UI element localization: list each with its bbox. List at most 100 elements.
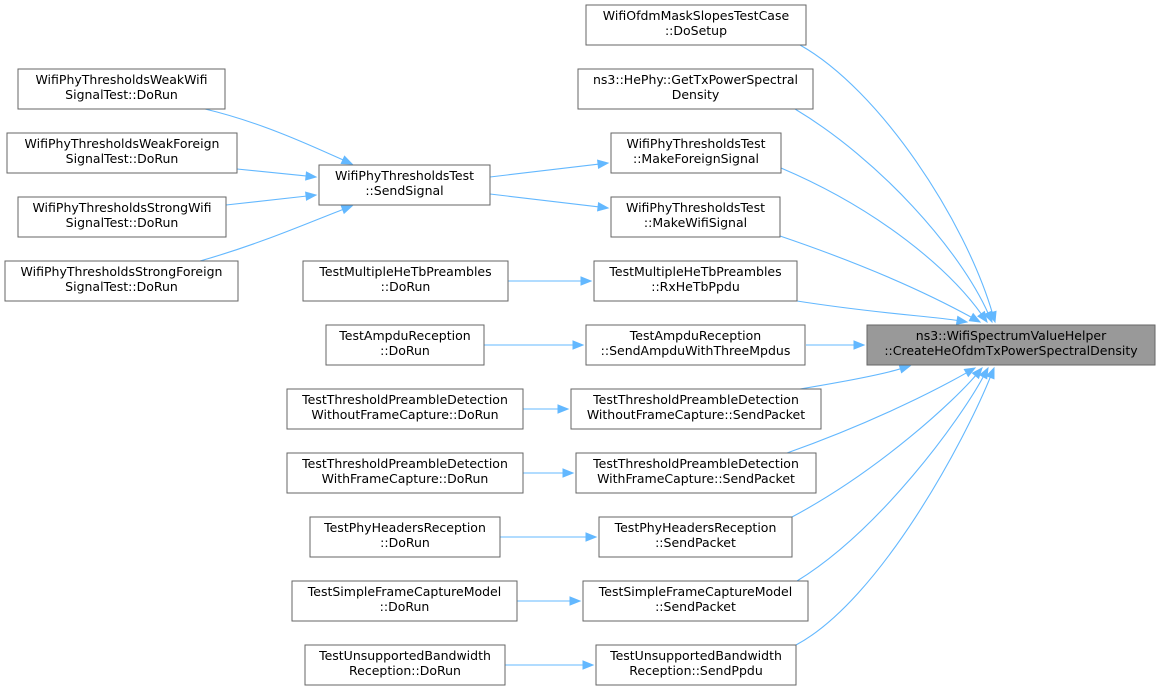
node-box[interactable] [593,260,798,302]
node-weak-foreign[interactable]: WifiPhyThresholdsWeakForeignSignalTest::… [6,132,238,174]
edge-send_signal-to-make_wifi [489,193,610,212]
arrowhead-icon [985,366,995,380]
node-label-line: WifiPhyThresholdsTest [626,136,765,151]
arrowhead-icon [582,660,595,670]
node-box[interactable] [582,580,809,622]
node-box[interactable] [17,196,227,238]
node-make-foreign[interactable]: WifiPhyThresholdsTest::MakeForeignSignal [610,132,782,174]
node-box[interactable] [286,388,524,430]
node-box[interactable] [318,164,491,206]
node-box[interactable] [4,260,239,302]
node-box[interactable] [866,324,1156,366]
arrowhead-icon [557,404,570,414]
node-send-ppdu[interactable]: TestUnsupportedBandwidthReception::SendP… [595,644,797,686]
node-send-w-fc[interactable]: TestThresholdPreambleDetectionWithFrameC… [575,452,817,494]
edge-ppdu_run-to-send_ppdu [505,660,595,670]
edge-line [799,368,902,390]
arrowhead-icon [983,310,993,324]
node-box[interactable] [17,68,226,110]
node-box[interactable] [309,516,501,558]
node-box[interactable] [598,516,793,558]
edge-make_wifi-to-target [779,235,982,323]
edge-line [779,235,973,319]
node-send-wo-fc[interactable]: TestThresholdPreambleDetectionWithoutFra… [570,388,822,430]
node-box[interactable] [575,452,817,494]
node-rx-hetb[interactable]: TestMultipleHeTbPreambles::RxHeTbPpdu [593,260,798,302]
node-box[interactable] [304,644,506,686]
node-label-line: ::MakeWifiSignal [644,215,747,230]
node-send-ampdu[interactable]: TestAmpduReception::SendAmpduWithThreeMp… [585,324,806,366]
edge-w_fc_run-to-send_w_fc [523,468,575,478]
node-ampdu-run[interactable]: TestAmpduReception::DoRun [325,324,485,366]
arrowhead-icon [977,310,988,324]
edge-ampdu_run-to-send_ampdu [484,340,585,350]
node-label-line: WifiPhyThresholdsWeakWifi [35,72,207,87]
node-label-line: ::DoRun [381,279,431,294]
node-hetb-run[interactable]: TestMultipleHeTbPreambles::DoRun [302,260,509,302]
arrowhead-icon [963,367,977,378]
edge-line [794,108,989,314]
node-label-line: SignalTest::DoRun [65,279,178,294]
node-sfcm-run[interactable]: TestSimpleFrameCaptureModel::DoRun [291,580,518,622]
arrowhead-icon [597,202,610,212]
arrowhead-icon [580,276,593,286]
node-box[interactable] [6,132,238,174]
edge-line [795,376,992,646]
node-box[interactable] [325,324,485,366]
node-label-line: TestUnsupportedBandwidth [318,648,491,663]
arrowhead-icon [971,366,983,380]
node-label-line: ::SendPacket [655,535,736,550]
node-phyhdr-run[interactable]: TestPhyHeadersReception::DoRun [309,516,501,558]
node-strong-foreign[interactable]: WifiPhyThresholdsStrongForeignSignalTest… [4,260,239,302]
edge-line [199,208,344,262]
arrowhead-icon [562,468,575,478]
node-label-line: SignalTest::DoRun [66,151,179,166]
node-make-wifi[interactable]: WifiPhyThresholdsTest::MakeWifiSignal [610,196,781,238]
node-label-line: TestMultipleHeTbPreambles [608,264,781,279]
node-label-line: SignalTest::DoRun [65,87,178,102]
edge-phyhdr_run-to-send_phyhdr [500,532,598,542]
node-label-line: TestThresholdPreambleDetection [301,456,508,471]
node-box[interactable] [302,260,509,302]
node-send-sfcm[interactable]: TestSimpleFrameCaptureModel::SendPacket [582,580,809,622]
node-label-line: ::SendAmpduWithThreeMpdus [601,343,791,358]
node-box[interactable] [286,452,524,494]
node-send-phyhdr[interactable]: TestPhyHeadersReception::SendPacket [598,516,793,558]
edge-line [236,168,308,177]
node-box[interactable] [610,196,781,238]
edge-wo_fc_run-to-send_wo_fc [523,404,570,414]
node-box[interactable] [610,132,782,174]
node-weak-wifi[interactable]: WifiPhyThresholdsWeakWifiSignalTest::DoR… [17,68,226,110]
edge-send_ppdu-to-target [795,366,995,646]
node-label-line: ::DoSetup [665,23,727,38]
node-label-line: TestThresholdPreambleDetection [301,392,508,407]
node-label-line: ::DoRun [380,535,430,550]
edge-send_sfcm-to-target [796,366,989,582]
node-ofdm-setup[interactable]: WifiOfdmMaskSlopesTestCase::DoSetup [585,4,807,46]
node-strong-wifi[interactable]: WifiPhyThresholdsStrongWifiSignalTest::D… [17,196,227,238]
node-target[interactable]: ns3::WifiSpectrumValueHelper::CreateHeOf… [866,324,1156,366]
edge-send_phyhdr-to-target [791,366,983,518]
node-label-line: TestSimpleFrameCaptureModel [598,584,792,599]
node-label-line: WithFrameCapture::DoRun [322,471,489,486]
node-label-line: ::SendSignal [365,183,443,198]
call-graph-edges [199,44,997,670]
node-label-line: WithFrameCapture::SendPacket [597,471,795,486]
node-send-signal[interactable]: WifiPhyThresholdsTest::SendSignal [318,164,491,206]
node-wo-fc-run[interactable]: TestThresholdPreambleDetectionWithoutFra… [286,388,524,430]
node-label-line: ::DoRun [380,599,430,614]
edge-line [796,300,959,322]
node-box[interactable] [570,388,822,430]
node-box[interactable] [595,644,797,686]
node-box[interactable] [585,4,807,46]
node-w-fc-run[interactable]: TestThresholdPreambleDetectionWithFrameC… [286,452,524,494]
edge-send_ampdu-to-target [806,340,866,350]
node-box[interactable] [585,324,806,366]
node-box[interactable] [577,68,814,110]
node-label-line: WifiPhyThresholdsTest [335,168,474,183]
node-box[interactable] [291,580,518,622]
edge-weak_foreign-to-send_signal [236,168,318,181]
